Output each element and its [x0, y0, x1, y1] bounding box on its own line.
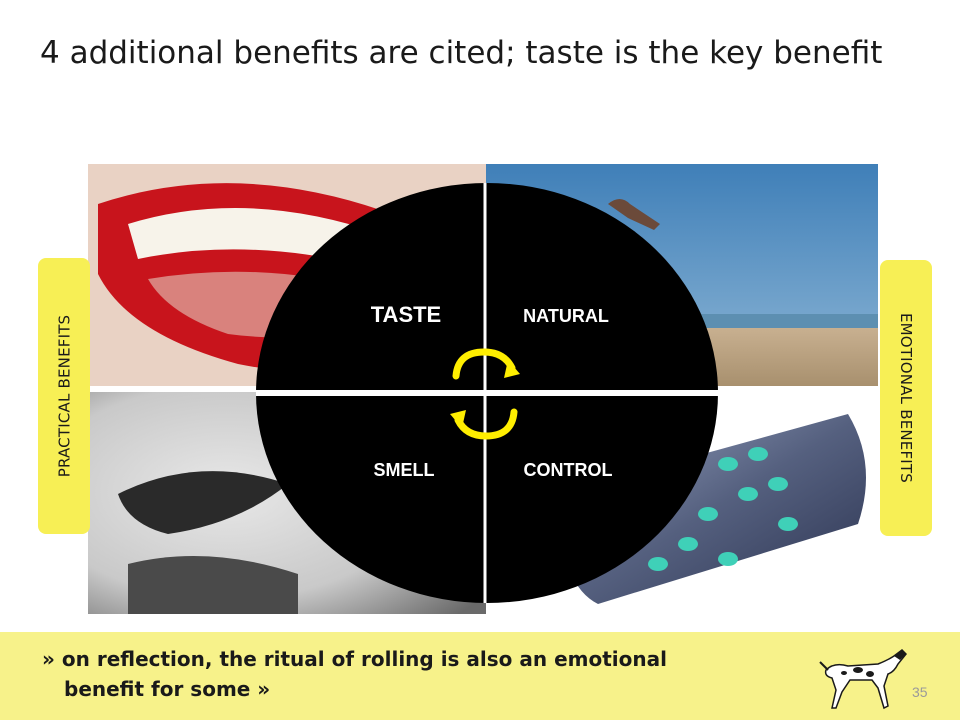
quote-text: » on reflection, the ritual of rolling i…: [42, 644, 802, 704]
slide-title: 4 additional benefits are cited; taste i…: [40, 35, 883, 71]
practical-benefits-label: PRACTICAL BENEFITS: [38, 258, 90, 534]
benefits-collage: TASTE NATURAL SMELL CONTROL: [88, 164, 878, 614]
practical-benefits-text: PRACTICAL BENEFITS: [55, 314, 73, 478]
quote-band: [0, 632, 960, 720]
quote-line-1: » on reflection, the ritual of rolling i…: [42, 647, 667, 671]
quadrant-natural: NATURAL: [523, 306, 609, 326]
quote-line-2: benefit for some »: [64, 677, 271, 701]
quadrant-smell: SMELL: [374, 460, 435, 480]
quadrant-control: CONTROL: [524, 460, 613, 480]
cycle-arrows-icon: [452, 348, 518, 440]
page-number: 35: [912, 684, 928, 700]
pointer-dog-image: [819, 649, 908, 710]
emotional-benefits-text: EMOTIONAL BENEFITS: [897, 312, 915, 484]
quadrant-taste: TASTE: [371, 302, 441, 327]
benefits-circle: TASTE NATURAL SMELL CONTROL: [256, 183, 718, 603]
emotional-benefits-label: EMOTIONAL BENEFITS: [880, 260, 932, 536]
